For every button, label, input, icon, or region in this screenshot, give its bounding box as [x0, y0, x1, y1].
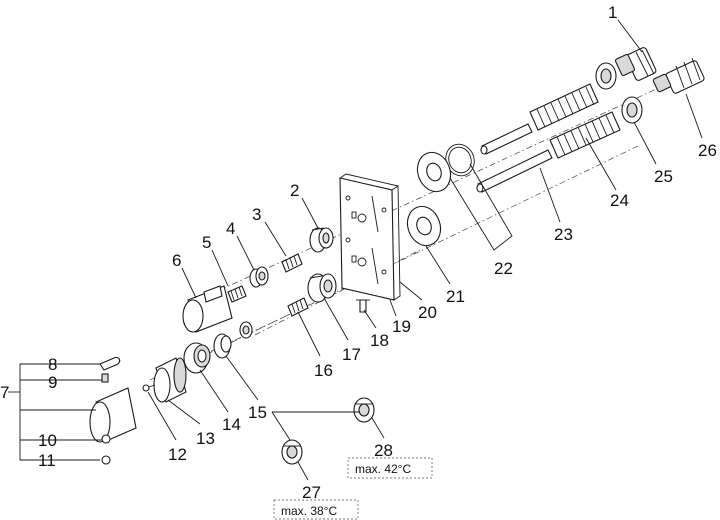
part-9-pin — [101, 373, 109, 383]
callout-2: 2 — [290, 181, 299, 200]
callout-1: 1 — [608, 3, 617, 22]
part-escutcheon-upper — [416, 151, 452, 193]
part-18-screw — [356, 299, 370, 313]
callout-18: 18 — [370, 331, 389, 350]
part-rod-upper — [480, 123, 533, 155]
callout-16: 16 — [314, 361, 333, 380]
callout-7: 7 — [0, 383, 9, 402]
part-23-rod — [476, 149, 553, 193]
callout-13: 13 — [196, 429, 215, 448]
temp-label-28: max. 42°C — [355, 462, 411, 476]
part-3-spindle — [281, 253, 303, 273]
callout-25: 25 — [654, 167, 673, 186]
callout-21: 21 — [446, 287, 465, 306]
part-2-valve — [309, 227, 334, 253]
part-nut-upper — [595, 62, 617, 90]
callout-14: 14 — [222, 415, 241, 434]
part-14-ring — [183, 342, 211, 374]
part-25-nut — [621, 96, 643, 124]
callout-20: 20 — [418, 303, 437, 322]
part-8-lever — [99, 356, 121, 371]
callout-22: 22 — [494, 259, 513, 278]
callout-9: 9 — [48, 373, 57, 392]
callout-11: 11 — [38, 451, 56, 470]
callout-26: 26 — [698, 141, 717, 160]
callout-15: 15 — [248, 403, 267, 422]
callout-3: 3 — [252, 205, 261, 224]
part-4-nut — [249, 266, 269, 288]
part-24-spring — [549, 111, 621, 159]
callout-6: 6 — [172, 251, 181, 270]
part-27-clip — [281, 439, 303, 465]
part-26-cartridge — [652, 57, 705, 94]
part-11-screw — [101, 455, 111, 465]
part-1-cartridge — [614, 47, 657, 81]
part-spring-upper — [529, 83, 599, 131]
callout-numbers: 1 2 3 4 5 6 7 8 9 10 11 12 13 14 15 16 1… — [0, 3, 717, 502]
callout-10: 10 — [38, 431, 57, 450]
callout-19: 19 — [392, 317, 411, 336]
part-6-handle-cap — [182, 285, 233, 333]
temperature-note-27: max. 38°C — [273, 499, 359, 520]
callout-23: 23 — [554, 225, 573, 244]
leader-lines — [8, 19, 703, 481]
callout-24: 24 — [610, 191, 629, 210]
part-7-knob — [89, 387, 137, 443]
part-28-clip — [353, 397, 375, 423]
part-10-washer — [101, 434, 111, 444]
callout-28: 28 — [374, 441, 393, 460]
callout-17: 17 — [342, 345, 361, 364]
part-adapter-ring — [213, 333, 232, 359]
temp-label-27: max. 38°C — [281, 504, 337, 518]
callout-5: 5 — [202, 233, 211, 252]
callout-12: 12 — [168, 445, 187, 464]
callout-4: 4 — [226, 219, 235, 238]
part-17-valve — [307, 273, 337, 303]
part-small-nut — [239, 321, 253, 339]
part-13-body — [153, 357, 187, 403]
temperature-note-28: max. 42°C — [347, 457, 433, 479]
callout-27: 27 — [302, 483, 321, 502]
callout-8: 8 — [48, 355, 57, 374]
part-12-screw — [142, 384, 156, 392]
part-16-spindle — [287, 297, 309, 317]
part-5-spline-adaptor — [227, 285, 247, 303]
part-19-mounting-plate — [339, 173, 401, 301]
part-21-escutcheon — [406, 205, 442, 247]
